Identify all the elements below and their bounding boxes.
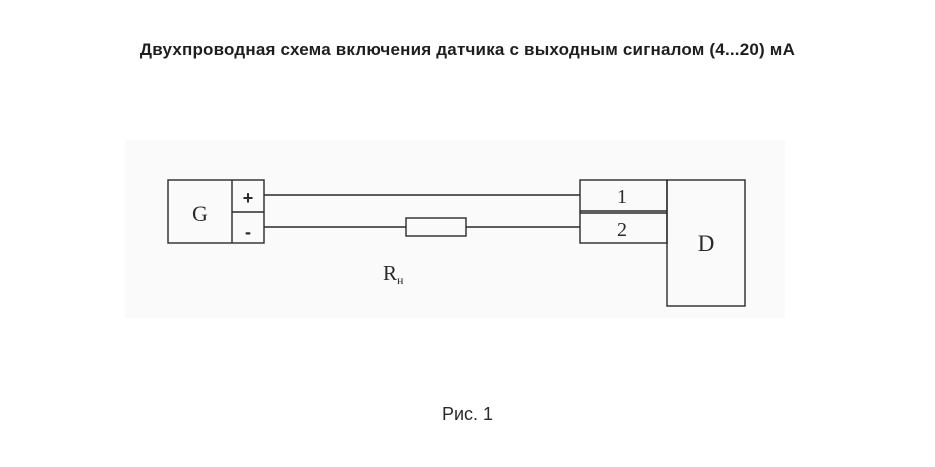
page-title: Двухпроводная схема включения датчика с … [139, 40, 796, 59]
plus-terminal-label: + [243, 188, 254, 208]
device-label: D [698, 231, 715, 256]
resistor-label-subscript: н [397, 273, 404, 287]
minus-terminal-label: - [245, 222, 251, 242]
figure-caption: Рис. 1 [441, 404, 494, 424]
diagram-background [125, 140, 785, 318]
load-resistor [405, 217, 467, 237]
resistor-label-main: R [383, 261, 397, 285]
device-block [666, 179, 746, 307]
resistor-label: Rн [383, 261, 404, 287]
terminal-2-label: 2 [617, 219, 627, 241]
terminal-1-label: 1 [617, 186, 627, 208]
source-label: G [192, 201, 208, 226]
